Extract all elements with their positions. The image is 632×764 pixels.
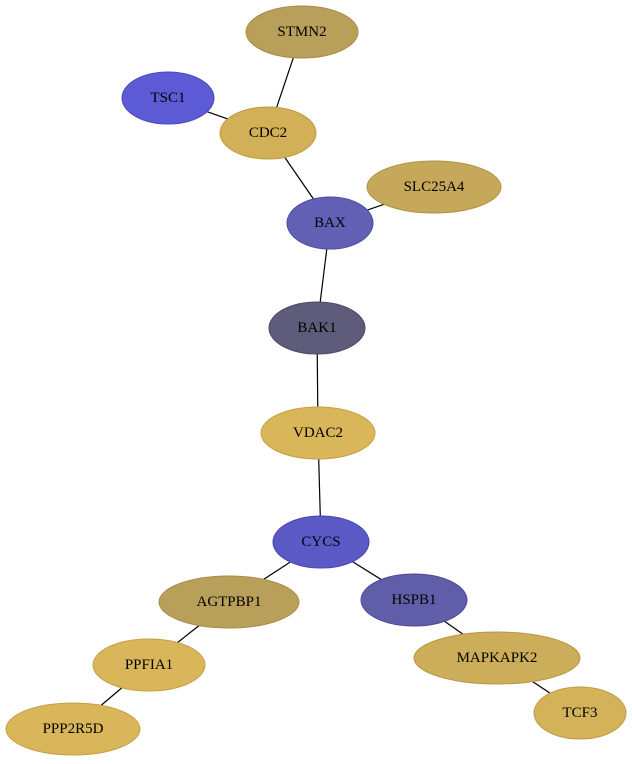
edge-vdac2-cycs xyxy=(318,458,321,517)
node-label: STMN2 xyxy=(277,24,326,40)
node-label: BAX xyxy=(314,215,346,231)
node-stmn2[interactable]: STMN2 xyxy=(245,5,359,59)
edge-hspb1-mapkapk2 xyxy=(444,620,464,635)
node-slc25a4[interactable]: SLC25A4 xyxy=(366,160,502,214)
node-agtpbp1[interactable]: AGTPBP1 xyxy=(158,575,300,629)
node-label: VDAC2 xyxy=(293,425,343,441)
edge-slc25a4-bax xyxy=(367,203,385,211)
node-ppfia1[interactable]: PPFIA1 xyxy=(92,638,206,692)
node-ellipse xyxy=(121,71,215,125)
node-ellipse xyxy=(360,573,468,627)
node-ellipse xyxy=(260,406,376,460)
node-label: AGTPBP1 xyxy=(196,594,261,610)
node-tcf3[interactable]: TCF3 xyxy=(533,686,627,740)
edge-tsc1-cdc2 xyxy=(206,111,228,120)
edge-agtpbp1-ppfia1 xyxy=(177,625,200,644)
node-ellipse xyxy=(286,196,374,250)
node-ellipse xyxy=(533,686,627,740)
edge-ppfia1-ppp2r5d xyxy=(100,687,123,706)
node-ellipse xyxy=(272,515,370,569)
node-label: CDC2 xyxy=(249,125,287,141)
node-label: CYCS xyxy=(301,534,340,550)
edge-stmn2-cdc2 xyxy=(276,57,294,108)
node-label: MAPKAPK2 xyxy=(457,650,538,666)
node-bak1[interactable]: BAK1 xyxy=(268,301,366,355)
node-cdc2[interactable]: CDC2 xyxy=(219,106,317,160)
node-label: BAK1 xyxy=(297,320,336,336)
node-label: HSPB1 xyxy=(391,592,436,608)
edge-cycs-hspb1 xyxy=(352,561,382,581)
node-ellipse xyxy=(5,702,141,756)
node-label: PPFIA1 xyxy=(125,657,173,673)
node-ellipse xyxy=(413,631,581,685)
node-ellipse xyxy=(245,5,359,59)
node-label: TCF3 xyxy=(562,705,597,721)
edge-cycs-agtpbp1 xyxy=(263,561,291,580)
node-ppp2r5d[interactable]: PPP2R5D xyxy=(5,702,141,756)
edge-cdc2-bax xyxy=(284,157,314,200)
edge-bak1-vdac2 xyxy=(316,353,319,408)
node-ellipse xyxy=(366,160,502,214)
node-cycs[interactable]: CYCS xyxy=(272,515,370,569)
node-mapkapk2[interactable]: MAPKAPK2 xyxy=(413,631,581,685)
node-ellipse xyxy=(92,638,206,692)
node-label: PPP2R5D xyxy=(43,721,104,737)
node-ellipse xyxy=(268,301,366,355)
node-ellipse xyxy=(158,575,300,629)
node-ellipse xyxy=(219,106,317,160)
edge-bax-bak1 xyxy=(319,248,328,303)
edge-mapkapk2-tcf3 xyxy=(532,681,551,694)
node-vdac2[interactable]: VDAC2 xyxy=(260,406,376,460)
node-bax[interactable]: BAX xyxy=(286,196,374,250)
node-label: TSC1 xyxy=(150,90,185,106)
node-tsc1[interactable]: TSC1 xyxy=(121,71,215,125)
edges-layer xyxy=(100,57,551,706)
node-label: SLC25A4 xyxy=(404,179,465,195)
node-hspb1[interactable]: HSPB1 xyxy=(360,573,468,627)
